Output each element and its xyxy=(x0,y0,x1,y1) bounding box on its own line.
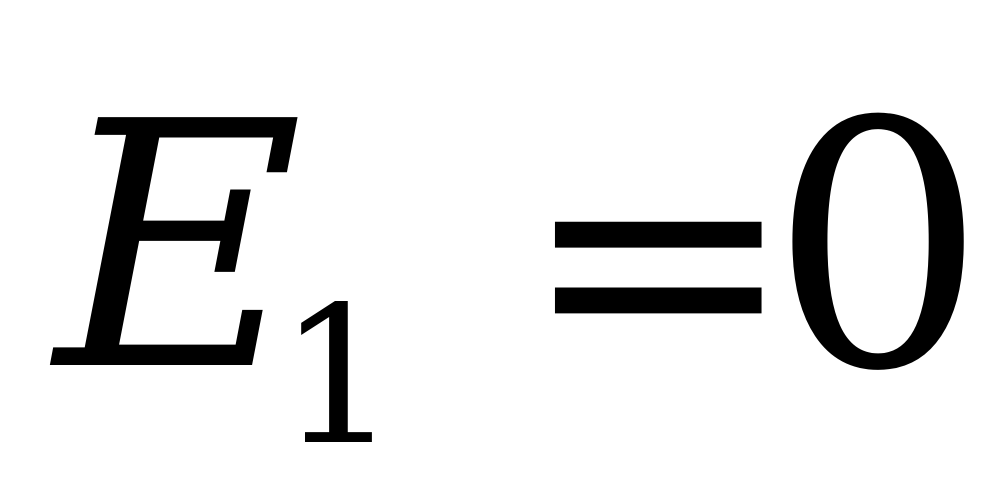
equals-sign: = xyxy=(520,65,797,449)
equation-variable: E xyxy=(55,50,304,446)
equation-value: 0 xyxy=(770,50,987,446)
equation-subscript: 1 xyxy=(278,266,399,487)
